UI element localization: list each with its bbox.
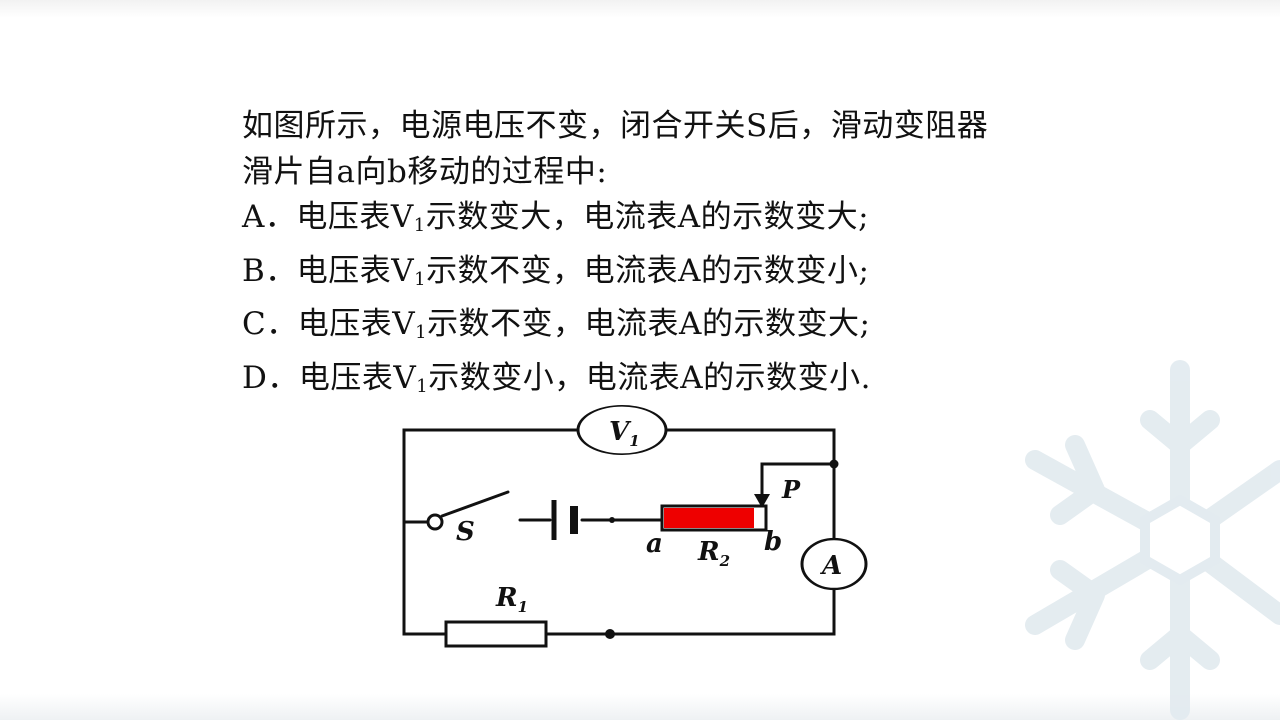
switch-contact [426,513,444,531]
bottom-gradient-band [0,694,1280,720]
slider-arrow-icon [754,494,770,508]
question-stem-line-2: 滑片自a向b移动的过程中: [242,153,608,190]
option-a: A．电压表V1示数变大，电流表A的示数变大; [242,199,870,236]
question-text: 如图所示，电源电压不变，闭合开关S后，滑动变阻器 滑片自a向b移动的过程中: A… [242,104,1142,409]
wire-left-lower [402,520,448,636]
junction-dot-bottom [605,629,615,639]
voltmeter [576,404,668,456]
snowflake-decoration-icon [1025,360,1280,720]
rheostat-r2-label: R2 [697,537,730,570]
ammeter-label: A [819,551,842,581]
wire-top-right [664,428,836,540]
slider-label: P [781,475,801,504]
rheostat-r2-fill [664,508,754,528]
option-b: B．电压表V1示数不变，电流表A的示数变小; [242,252,870,290]
resistor-r1-label: R1 [495,583,528,616]
question-stem-line-1: 如图所示，电源电压不变，闭合开关S后，滑动变阻器 [242,108,989,144]
resistor-r1 [444,620,548,648]
switch-label: S [456,517,475,547]
option-c: C．电压表V1示数不变，电流表A的示数变大; [242,306,871,343]
voltmeter-label: V1 [609,417,640,450]
wire-top [402,428,580,524]
slider-wire [760,462,836,498]
option-d: D．电压表V1示数变小，电流表A的示数变小. [242,359,871,397]
rheostat-end-a-label: a [646,529,663,559]
circuit-diagram: V1 A S P a b R2 R1 [402,404,868,648]
ammeter [800,537,868,591]
junction-dot-top-right [829,459,839,469]
top-gradient-band [0,0,1280,18]
switch-blade [440,490,510,518]
rheostat-end-b-label: b [764,527,782,557]
wire-right-lower [544,584,836,636]
junction-dot-battery [609,517,615,523]
